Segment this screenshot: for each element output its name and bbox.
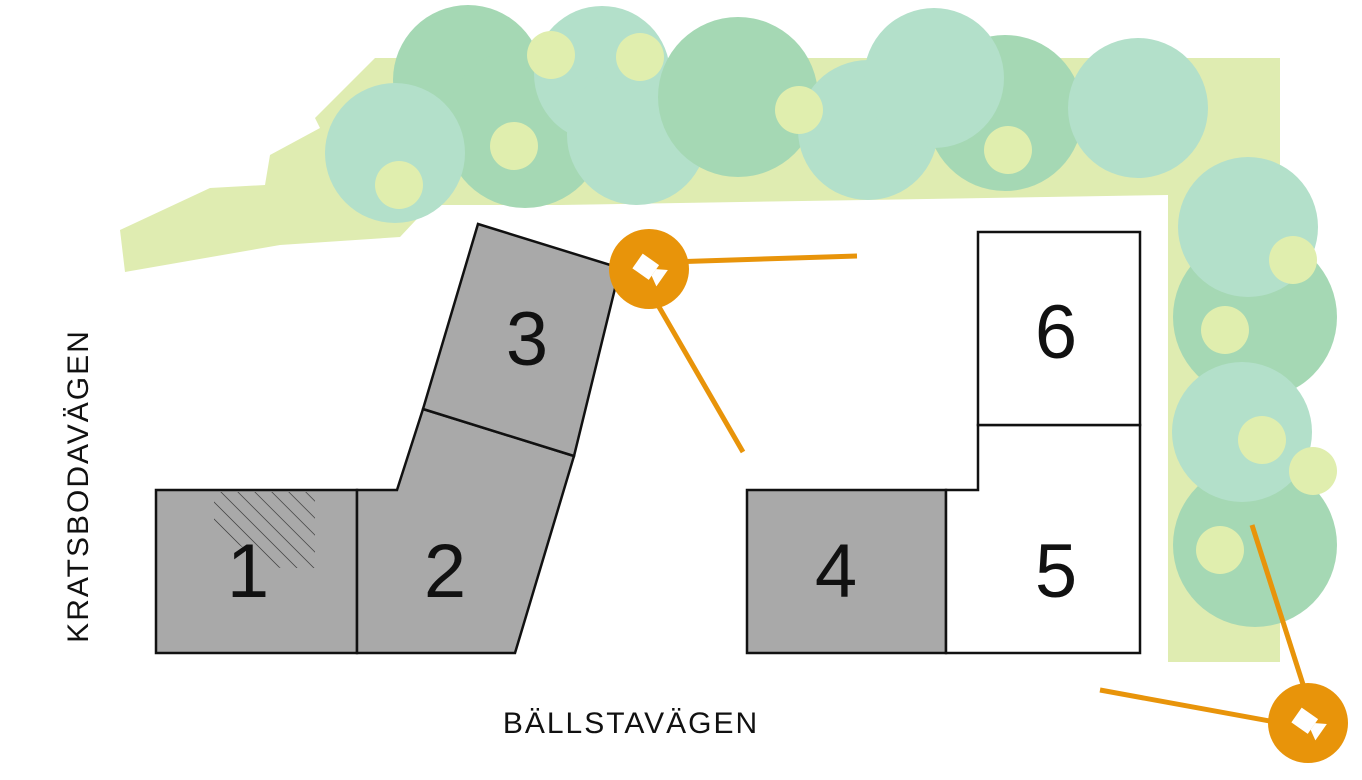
building-3[interactable]: [421, 222, 622, 458]
tree: [1173, 463, 1337, 627]
camera-icon: [632, 253, 668, 287]
road-label-west: KRATSBODAVÄGEN: [62, 329, 95, 643]
hatched-area: [214, 492, 315, 568]
tree-highlight: [616, 33, 664, 81]
tree-highlight: [1196, 526, 1244, 574]
building-1-label: 1: [227, 529, 269, 614]
tree-highlight: [1289, 447, 1337, 495]
camera-marker-1[interactable]: [609, 229, 858, 454]
trees: [325, 5, 1337, 627]
tree: [864, 8, 1004, 148]
tree-highlight: [375, 161, 423, 209]
tree-highlight: [1201, 306, 1249, 354]
building-4[interactable]: [745, 488, 948, 655]
tree-highlight: [775, 86, 823, 134]
building-3-label: 3: [506, 297, 548, 382]
camera-marker-2[interactable]: [1099, 524, 1348, 763]
tree-highlight: [527, 31, 575, 79]
tree-highlight: [490, 122, 538, 170]
building-6-label: 6: [1035, 290, 1077, 375]
building-5-label: 5: [1035, 529, 1077, 614]
tree: [1068, 38, 1208, 178]
tree-highlight: [1238, 416, 1286, 464]
tree: [325, 83, 465, 223]
road-label-south: BÄLLSTAVÄGEN: [503, 707, 759, 740]
tree: [658, 17, 818, 177]
building-6[interactable]: [976, 230, 1142, 427]
tree-highlight: [984, 126, 1032, 174]
buildings: [154, 222, 1142, 655]
building-2-label: 2: [424, 529, 466, 614]
tree-highlight: [1269, 236, 1317, 284]
camera-icon: [1291, 707, 1327, 741]
building-4-label: 4: [815, 529, 857, 614]
